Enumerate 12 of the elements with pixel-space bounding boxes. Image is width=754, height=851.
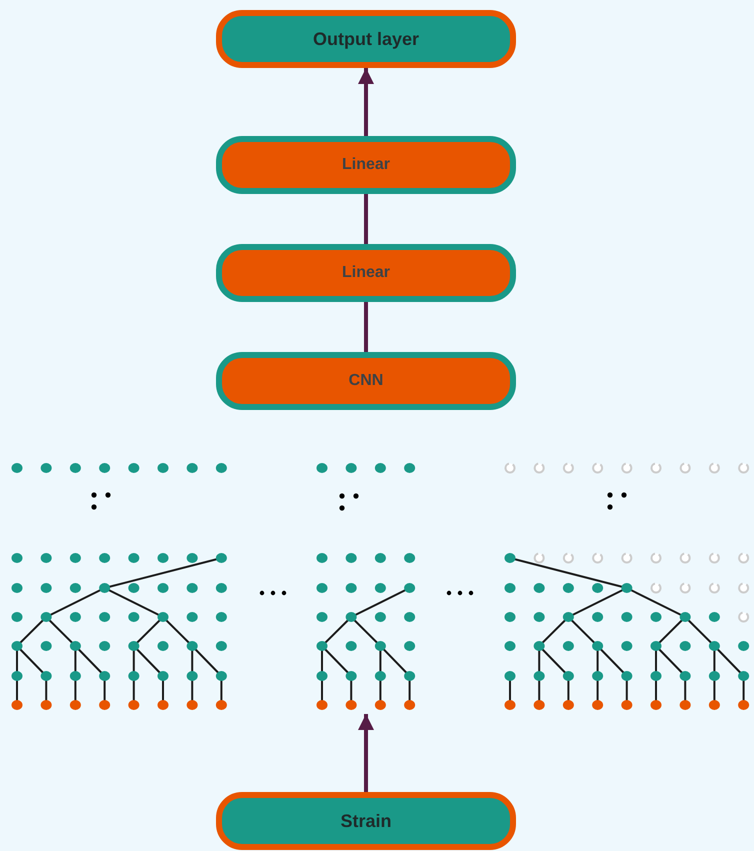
process-box xyxy=(216,136,516,194)
box-label: CNN xyxy=(348,371,384,391)
arrow xyxy=(358,68,374,136)
process-box xyxy=(216,352,516,410)
box-label: Linear xyxy=(342,263,390,283)
process-box xyxy=(216,792,516,850)
process-box xyxy=(216,10,516,68)
box-label: Linear xyxy=(342,155,390,175)
process-box xyxy=(216,244,516,302)
arrow xyxy=(358,714,374,792)
box-label: Strain xyxy=(340,810,392,832)
box-label: Output layer xyxy=(312,28,419,51)
